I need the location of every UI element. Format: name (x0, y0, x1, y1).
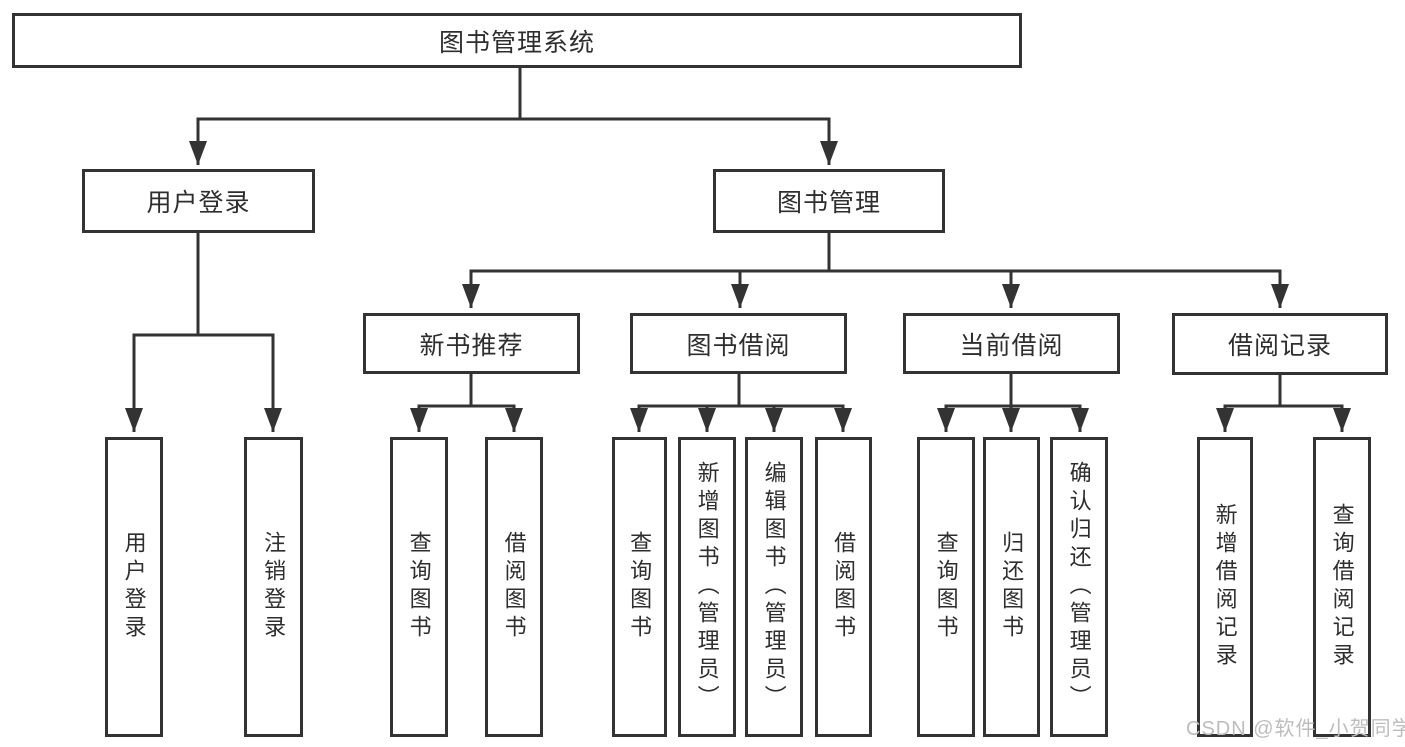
node-new-book-recommend: 新书推荐 (363, 313, 580, 374)
csdn-watermark: CSDN @软件_小贺同学 (1186, 718, 1405, 740)
leaf-br-query-record: 查询借阅记录 (1313, 437, 1371, 737)
current-borrowing-subtree-connector (937, 374, 1089, 432)
leaf-cb-query-books: 查询图书 (917, 437, 975, 737)
leaf-bb-add-books-admin: 新增图书（管理员） (678, 437, 736, 737)
leaf-nbr-borrow-books: 借阅图书 (485, 437, 543, 737)
leaf-br-add-record: 新增借阅记录 (1197, 437, 1253, 737)
book-management-subtree-connector (462, 233, 1289, 308)
leaf-user-login: 用户登录 (105, 437, 163, 737)
leaf-cb-confirm-return-admin: 确认归还（管理员） (1050, 437, 1108, 737)
book-borrowing-subtree-connector (630, 374, 852, 432)
leaf-nbr-query-books: 查询图书 (390, 437, 448, 737)
leaf-bb-query-books: 查询图书 (612, 437, 667, 737)
node-current-borrowing: 当前借阅 (903, 313, 1120, 374)
new-book-recommend-subtree-connector (410, 374, 523, 432)
node-borrowing-records: 借阅记录 (1172, 313, 1388, 375)
leaf-bb-edit-books-admin: 编辑图书（管理员） (745, 437, 803, 737)
node-user-login-branch: 用户登录 (82, 169, 315, 233)
borrowing-records-subtree-connector (1216, 375, 1351, 432)
leaf-bb-borrow-books: 借阅图书 (815, 437, 872, 737)
root-to-level2-connector (189, 68, 838, 165)
node-library-management-system: 图书管理系统 (12, 13, 1022, 68)
user-login-subtree-connector (125, 233, 282, 432)
node-book-borrowing: 图书借阅 (630, 313, 847, 374)
leaf-logout: 注销登录 (244, 437, 303, 737)
leaf-cb-return-books: 归还图书 (983, 437, 1040, 737)
node-book-management-branch: 图书管理 (713, 169, 945, 233)
